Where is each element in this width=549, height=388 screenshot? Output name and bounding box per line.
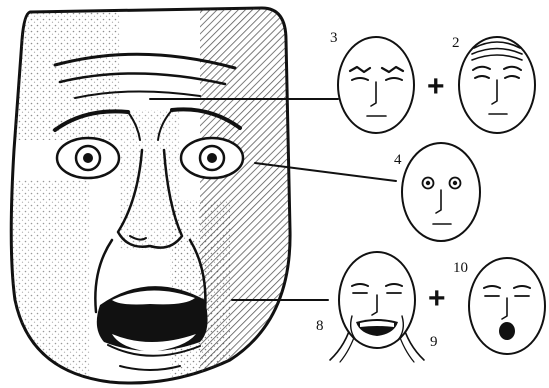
small-face-3: [338, 37, 414, 133]
main-left-eye: [57, 138, 119, 178]
label-2: 2: [452, 35, 460, 51]
label-10: 10: [453, 260, 468, 276]
label-8: 8: [316, 318, 324, 334]
label-3: 3: [330, 30, 338, 46]
plus-sign-bottom: +: [428, 282, 446, 315]
small-face-10: [469, 258, 545, 354]
label-4: 4: [394, 152, 402, 168]
plus-sign-top: +: [427, 70, 445, 103]
label-9: 9: [430, 334, 438, 350]
small-face-2: [459, 37, 535, 133]
main-right-eye: [181, 138, 243, 178]
small-face-8-9: [330, 252, 424, 362]
main-fearful-face: [0, 0, 300, 388]
small-face-4: [402, 143, 480, 241]
